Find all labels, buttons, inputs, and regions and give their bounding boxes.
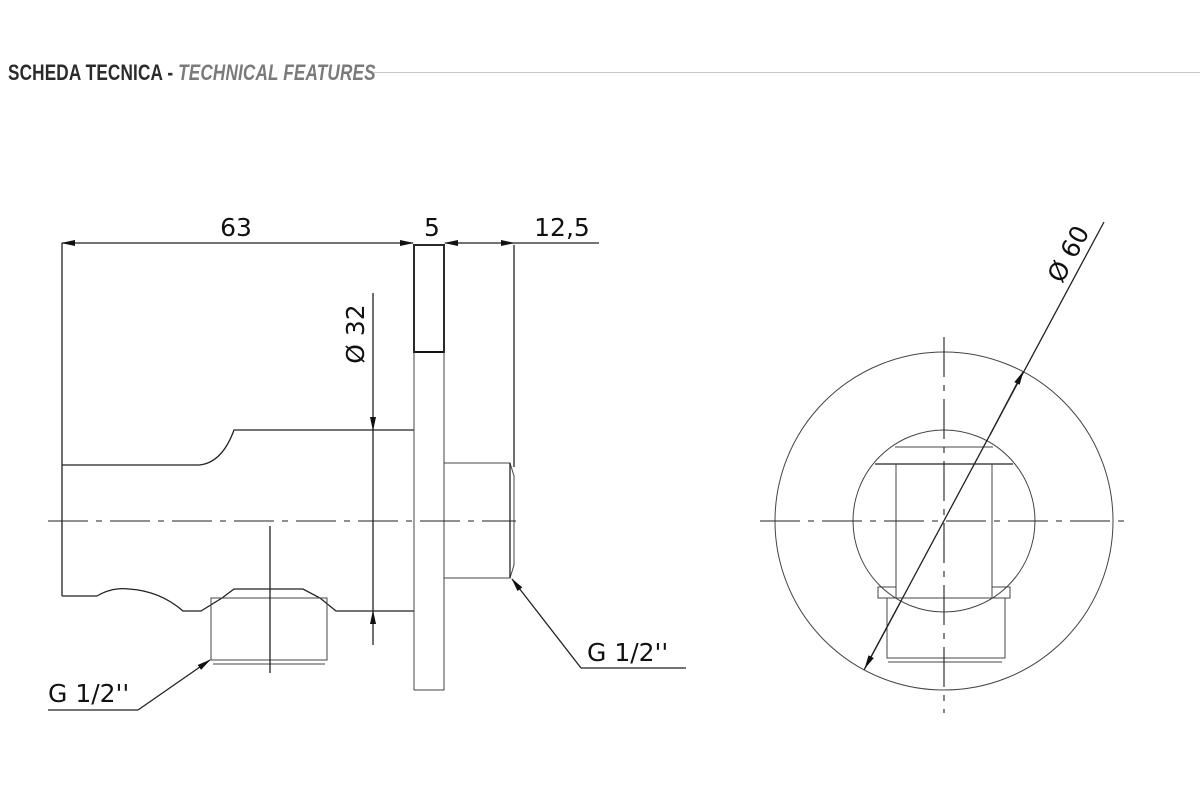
body-bottom-edge (62, 588, 414, 612)
dim-label-length: 63 (220, 213, 252, 242)
outlet-nut-front (886, 597, 1006, 659)
side-view: 63 5 12,5 Ø 32 G 1/2'' G 1/2 (48, 213, 686, 711)
page-header: SCHEDA TECNICA - TECHNICAL FEATURES (8, 60, 479, 86)
leader-outlet (137, 659, 211, 711)
thread-label-inlet: G 1/2'' (587, 638, 668, 667)
wall-plate (413, 244, 445, 691)
dim-arrow-d60-bottom (864, 602, 901, 669)
dim-label-d32: Ø 32 (341, 304, 370, 363)
header-title-english: TECHNICAL FEATURES (178, 60, 376, 85)
header-divider (373, 72, 1200, 73)
outlet-nut (210, 597, 328, 661)
header-title-italian: SCHEDA TECNICA - (8, 60, 179, 85)
dim-label-plate: 5 (424, 213, 440, 242)
leader-inlet (511, 578, 582, 669)
dim-label-spigot: 12,5 (534, 213, 590, 242)
dim-line-d60 (863, 221, 1105, 671)
thread-label-outlet: G 1/2'' (48, 679, 129, 708)
body-top-edge (62, 429, 414, 466)
plate-top (413, 244, 445, 353)
dim-arrow-d60-top (989, 371, 1024, 436)
front-view: Ø 60 (760, 221, 1128, 713)
